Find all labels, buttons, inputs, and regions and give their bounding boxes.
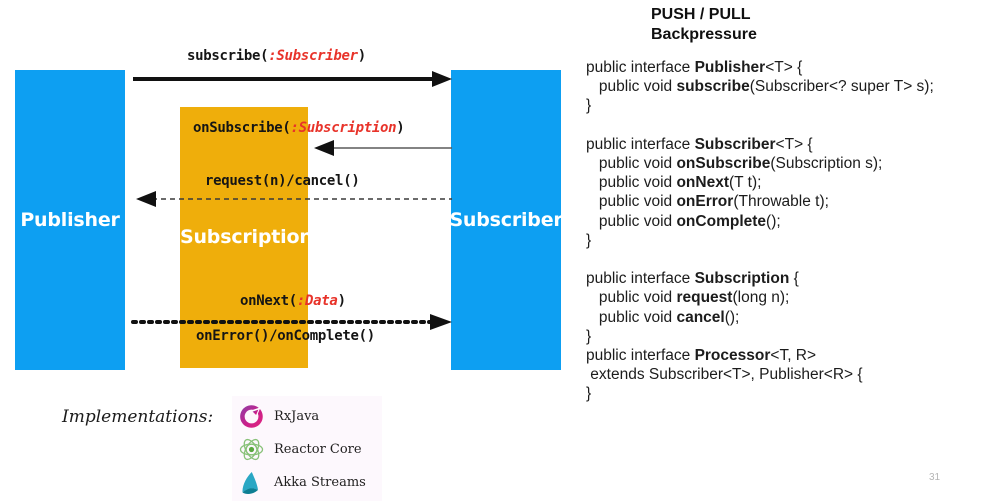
code-line: public interface Processor<T, R>	[586, 346, 986, 365]
rxjava-logo-icon	[238, 403, 265, 430]
list-item: Akka Streams	[232, 466, 382, 499]
page-number: 31	[929, 472, 941, 483]
list-item: RxJava	[232, 400, 382, 433]
subscriber-box: Subscriber	[449, 70, 563, 370]
code-text: extends Subscriber<T>, Publisher<R> {	[586, 366, 863, 384]
subscription-box	[180, 107, 308, 368]
code-text: ();	[724, 308, 740, 326]
code-blank-line	[586, 250, 986, 269]
list-item: Reactor Core	[232, 433, 382, 466]
reactor-core-logo-icon	[238, 436, 265, 463]
publisher-label: Publisher	[20, 209, 120, 231]
code-line: public interface Publisher<T> {	[586, 58, 986, 77]
message-prefix: onSubscribe(	[193, 120, 291, 136]
message-suffix: )	[396, 120, 405, 136]
code-listing: public interface Publisher<T> { public v…	[586, 58, 986, 404]
implementations-label: Implementations:	[62, 407, 214, 427]
code-blank-line	[586, 116, 986, 135]
code-text: <T, R>	[770, 347, 817, 365]
message-prefix: onNext(	[240, 293, 297, 309]
code-text: public void	[598, 155, 677, 172]
onsubscribe-arrow	[314, 140, 452, 156]
message-suffix: )	[357, 48, 366, 64]
code-text: (Throwable t);	[733, 193, 829, 211]
code-line: public void onNext(T t);	[586, 173, 986, 192]
onnext-arrow	[131, 314, 452, 330]
code-line: }	[586, 231, 986, 250]
code-text: public interface	[586, 135, 695, 153]
code-line: public void onError(Throwable t);	[586, 192, 986, 211]
implementations-list: RxJava Reactor Core	[232, 396, 382, 501]
code-keyword: onComplete	[676, 212, 767, 230]
code-line: }	[586, 384, 986, 403]
request-cancel-arrow	[136, 191, 452, 207]
code-text: public interface	[586, 270, 695, 288]
message-param: :Subscriber	[268, 48, 358, 64]
code-line: extends Subscriber<T>, Publisher<R> {	[586, 365, 986, 384]
code-keyword: onError	[676, 193, 734, 211]
code-line: public void onComplete();	[586, 212, 986, 231]
code-line: public interface Subscriber<T> {	[586, 135, 986, 154]
message-label-subscribe: subscribe(:Subscriber)	[187, 48, 366, 64]
code-keyword: cancel	[676, 308, 725, 326]
implementation-name: Reactor Core	[274, 442, 362, 457]
code-text: public void	[598, 289, 677, 307]
message-param: :Data	[296, 293, 338, 309]
code-text: public void	[598, 78, 677, 96]
implementation-name: Akka Streams	[274, 475, 366, 490]
code-text: }	[586, 385, 592, 403]
code-text: <T> {	[765, 59, 803, 76]
code-keyword: subscribe	[676, 78, 750, 96]
code-text: }	[586, 97, 592, 115]
message-prefix: subscribe(	[187, 48, 269, 64]
code-text: (Subscription s);	[770, 155, 883, 172]
code-text: (long n);	[732, 289, 790, 307]
code-keyword: onSubscribe	[676, 155, 771, 172]
publisher-box: Publisher	[15, 70, 125, 370]
code-line: public void request(long n);	[586, 288, 986, 307]
code-line: public void subscribe(Subscriber<? super…	[586, 77, 986, 96]
code-text: public interface	[586, 59, 695, 76]
subscribe-arrow	[133, 71, 452, 87]
code-text: ();	[766, 212, 781, 230]
code-line: public void cancel();	[586, 308, 986, 327]
code-text: (Subscriber<? super T> s);	[749, 78, 934, 96]
message-label-onsubscribe: onSubscribe(:Subscription)	[193, 120, 405, 136]
message-label-request-cancel: request(n)/cancel()	[205, 173, 360, 189]
subscription-label: Subscription	[180, 226, 313, 248]
code-keyword: Subscriber	[694, 135, 776, 153]
implementation-name: RxJava	[274, 409, 320, 424]
code-keyword: Processor	[694, 347, 771, 365]
code-line: }	[586, 327, 986, 346]
code-panel: PUSH / PULL Backpressure public interfac…	[586, 0, 986, 504]
akka-streams-logo-icon	[238, 469, 265, 496]
code-text: }	[586, 327, 592, 345]
code-line: }	[586, 96, 986, 115]
code-text: public void	[598, 212, 677, 230]
code-text: <T> {	[775, 135, 813, 153]
code-panel-title: PUSH / PULL Backpressure	[651, 6, 757, 43]
code-text: (T t);	[729, 174, 762, 192]
message-prefix: onError()/onComplete()	[196, 328, 375, 344]
code-text: {	[789, 270, 799, 288]
message-suffix: )	[337, 293, 346, 309]
code-text: public interface	[586, 347, 695, 365]
message-label-onerror-oncomplete: onError()/onComplete()	[196, 328, 375, 344]
code-keyword: onNext	[676, 174, 730, 192]
message-prefix: request(n)/cancel()	[205, 173, 360, 189]
subscriber-label: Subscriber	[449, 209, 563, 231]
code-text: public void	[598, 174, 677, 192]
code-line: public interface Subscription {	[586, 269, 986, 288]
code-text: }	[586, 231, 592, 249]
code-text: public void	[598, 193, 677, 211]
code-line: public void onSubscribe(Subscription s);	[586, 154, 986, 173]
code-text: public void	[598, 308, 677, 326]
message-label-onnext: onNext(:Data)	[240, 293, 346, 309]
message-param: :Subscription	[290, 120, 397, 136]
code-keyword: Publisher	[694, 59, 766, 76]
code-keyword: Subscription	[694, 270, 790, 288]
code-keyword: request	[676, 289, 733, 307]
